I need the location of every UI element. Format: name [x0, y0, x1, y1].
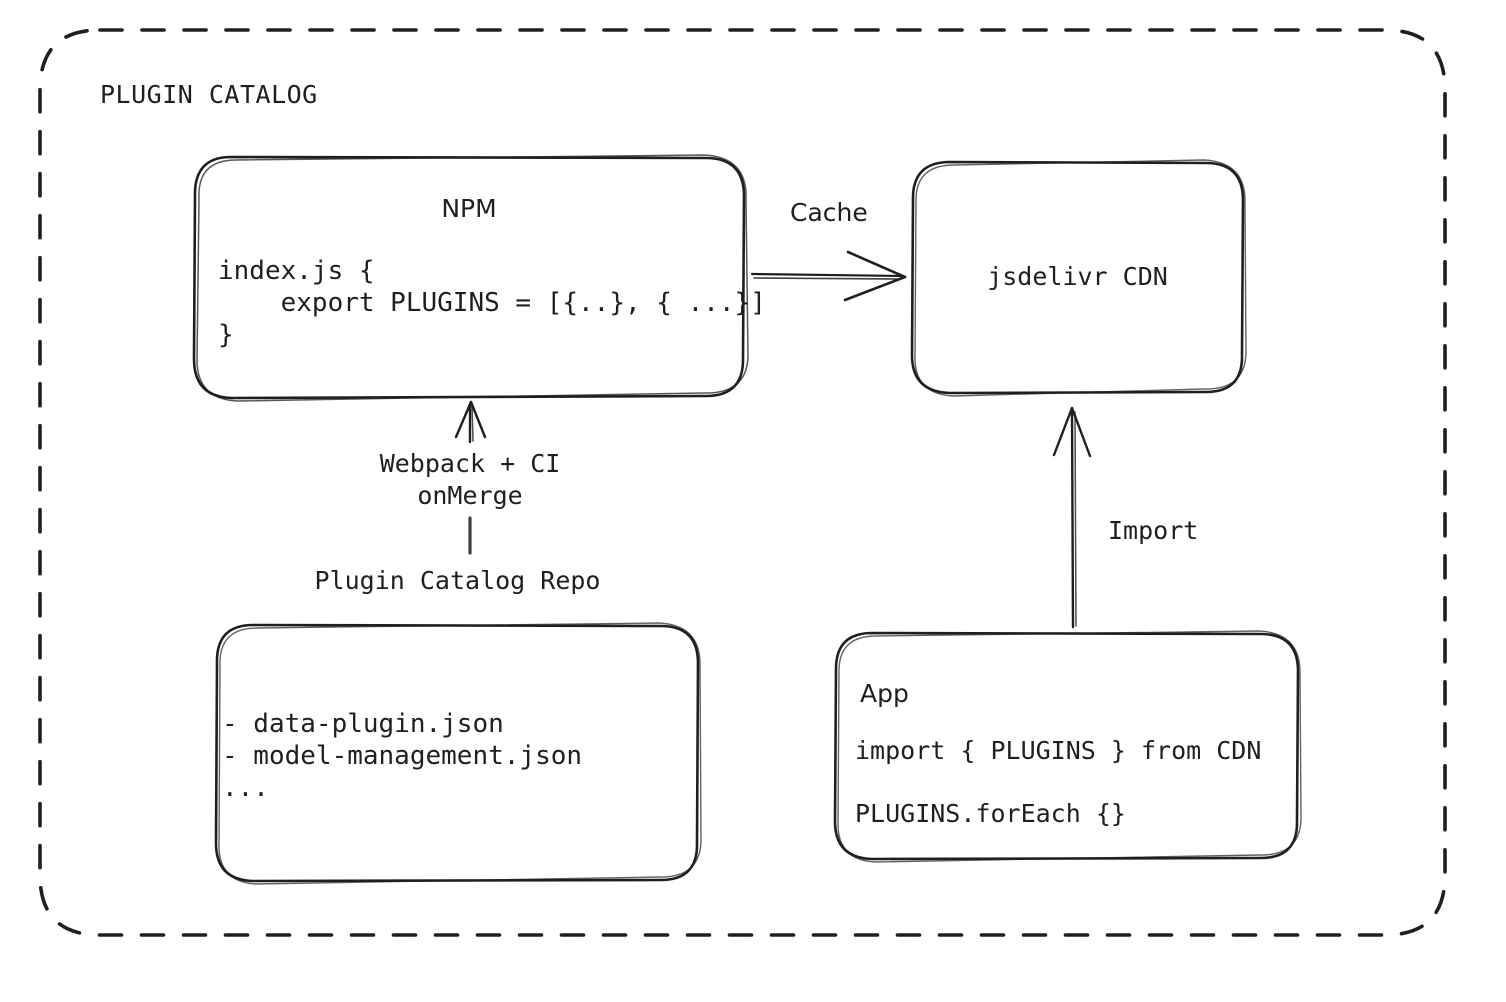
cdn-node-title: jsdelivr CDN: [987, 262, 1168, 291]
repo-node-label: Plugin Catalog Repo: [314, 566, 601, 595]
app-node-foreach-line: PLUGINS.forEach {}: [855, 799, 1126, 828]
cache-edge-label: Cache: [790, 198, 868, 227]
app-node-title: App: [860, 679, 909, 708]
npm-node-code: index.js { export PLUGINS = [{..}, { ...…: [218, 256, 766, 350]
app-node-import-line: import { PLUGINS } from CDN: [855, 736, 1262, 765]
build-edge-label: Webpack + CI onMerge: [379, 449, 561, 510]
cache-arrow: [750, 250, 907, 302]
import-arrow: [1052, 406, 1092, 629]
import-edge-label: Import: [1108, 516, 1199, 545]
repo-node-list: - data-plugin.json - model-management.js…: [222, 709, 583, 803]
page-title: PLUGIN CATALOG: [100, 80, 318, 109]
npm-node-title: NPM: [441, 194, 497, 223]
